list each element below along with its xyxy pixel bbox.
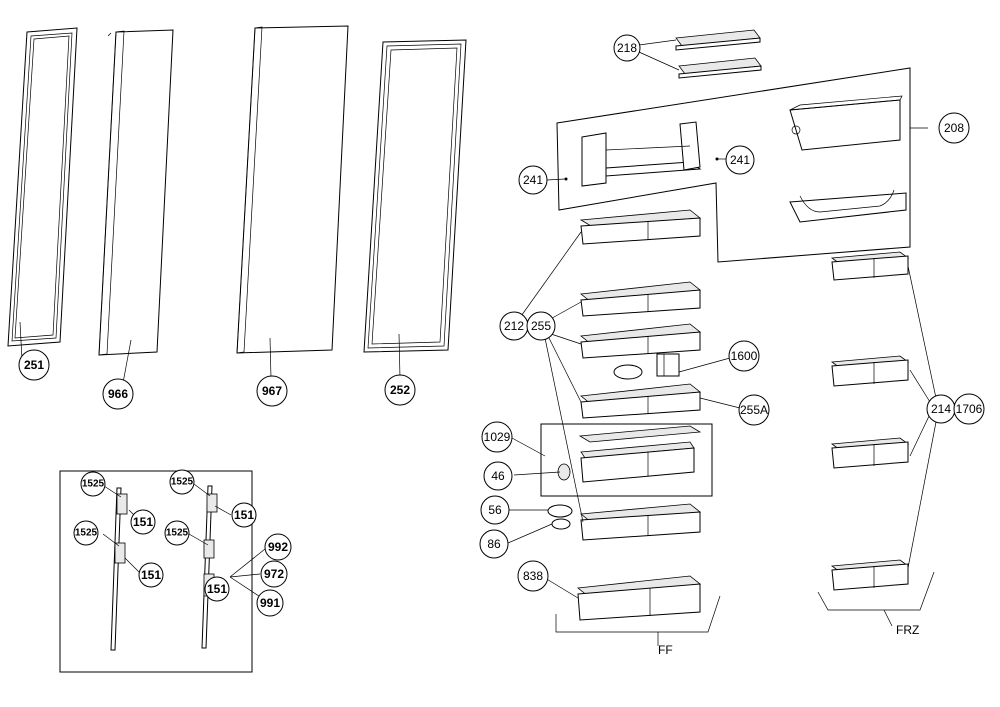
svg-text:1525: 1525 — [166, 528, 189, 539]
label-151-b: 151 — [231, 502, 257, 528]
label-86: 86 — [479, 529, 509, 559]
label-208: 208 — [938, 112, 970, 144]
label-56: 56 — [480, 495, 510, 525]
svg-text:151: 151 — [133, 515, 153, 529]
label-1600: 1600 — [728, 340, 760, 372]
label-255A: 255A — [738, 394, 770, 426]
svg-text:151: 151 — [207, 582, 227, 596]
svg-text:966: 966 — [108, 387, 128, 401]
label-1525-d: 1525 — [164, 520, 190, 546]
label-241-right: 241 — [715, 145, 755, 175]
label-838: 838 — [517, 560, 549, 592]
label-151-a: 151 — [130, 509, 156, 535]
svg-text:218: 218 — [617, 41, 637, 55]
label-1706: 1706 — [953, 393, 985, 425]
label-frz: FRZ — [896, 623, 919, 637]
frz-door-bins — [817, 251, 937, 627]
door-gasket-251 — [7, 27, 78, 361]
svg-text:151: 151 — [141, 568, 161, 582]
door-panel-967 — [236, 25, 349, 379]
svg-text:241: 241 — [730, 153, 750, 167]
label-991: 991 — [256, 589, 284, 617]
svg-text:1029: 1029 — [484, 430, 511, 444]
svg-text:241: 241 — [523, 173, 543, 187]
label-252: 252 — [384, 374, 416, 406]
label-1525-a: 1525 — [80, 471, 106, 497]
label-992: 992 — [264, 533, 292, 561]
svg-text:151: 151 — [234, 508, 254, 522]
label-214: 214 — [926, 394, 956, 424]
svg-text:255A: 255A — [740, 403, 768, 417]
svg-text:252: 252 — [390, 383, 410, 397]
label-241-left: 241 — [518, 165, 568, 195]
svg-text:1525: 1525 — [171, 477, 194, 488]
svg-text:FF: FF — [658, 643, 673, 657]
svg-text:212: 212 — [504, 319, 524, 333]
ff-leaders — [507, 231, 741, 599]
label-967: 967 — [256, 375, 288, 407]
label-46: 46 — [483, 461, 513, 491]
label-151-c: 151 — [138, 562, 164, 588]
label-1029: 1029 — [481, 421, 513, 453]
svg-text:972: 972 — [264, 567, 284, 581]
svg-text:1525: 1525 — [82, 479, 105, 490]
label-966: 966 — [102, 378, 134, 410]
part-218 — [638, 29, 762, 79]
svg-text:255: 255 — [531, 319, 551, 333]
label-1525-c: 1525 — [73, 520, 99, 546]
label-ff: FF — [658, 643, 673, 657]
svg-text:251: 251 — [24, 358, 44, 372]
label-255: 255 — [526, 311, 556, 341]
svg-text:1525: 1525 — [75, 528, 98, 539]
svg-text:967: 967 — [262, 384, 282, 398]
ff-door-bins — [540, 209, 721, 646]
hinge-detail-box — [59, 470, 266, 673]
door-panel-966 — [98, 29, 174, 384]
svg-text:56: 56 — [488, 503, 502, 517]
svg-text:838: 838 — [523, 569, 543, 583]
label-212: 212 — [499, 311, 529, 341]
svg-text:1706: 1706 — [956, 402, 983, 416]
label-1525-b: 1525 — [169, 469, 195, 495]
cover-box-208 — [556, 67, 928, 263]
door-gasket-252 — [363, 39, 467, 379]
svg-text:991: 991 — [260, 596, 280, 610]
svg-text:1600: 1600 — [731, 349, 758, 363]
svg-text:FRZ: FRZ — [896, 623, 919, 637]
label-151-d: 151 — [204, 576, 230, 602]
svg-text:208: 208 — [944, 121, 964, 135]
svg-text:214: 214 — [931, 402, 951, 416]
svg-text:46: 46 — [491, 469, 505, 483]
svg-text:86: 86 — [487, 537, 501, 551]
svg-text:992: 992 — [268, 540, 288, 554]
label-972: 972 — [260, 560, 288, 588]
label-251: 251 — [18, 349, 50, 381]
label-218: 218 — [613, 34, 641, 62]
